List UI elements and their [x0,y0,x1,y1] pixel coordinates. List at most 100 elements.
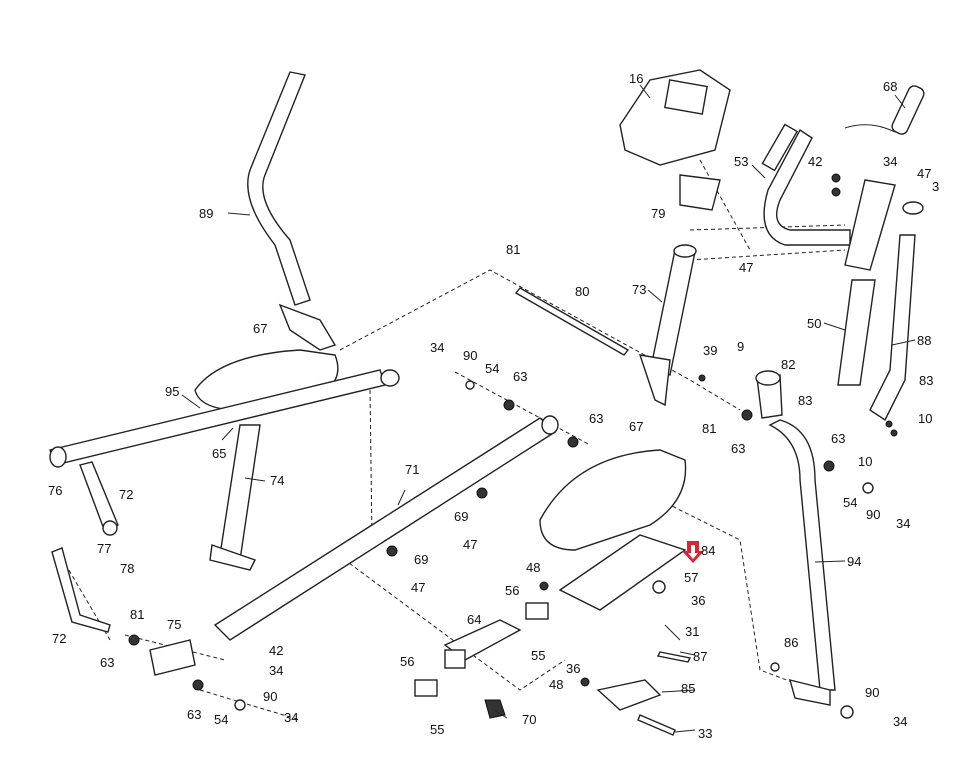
part-label: 63 [100,655,115,670]
part-label: 63 [513,369,528,384]
part-label: 54 [214,712,229,727]
part-label: 47 [917,166,932,181]
part-label: 55 [531,648,546,663]
part-label: 48 [526,560,541,575]
endcap-part-56a [525,602,549,620]
part-label: 64 [467,612,482,627]
part-label: 83 [919,373,934,388]
part-label: 81 [506,242,521,257]
part-label: 63 [187,707,202,722]
part-label: 86 [784,635,799,650]
part-label: 42 [269,643,284,658]
part-label: 36 [691,593,706,608]
part-label: 9 [737,339,745,354]
part-label: 71 [405,462,420,477]
part-label: 72 [119,487,134,502]
part-label: 47 [411,580,426,595]
bracket-part-84 [558,534,687,611]
part-label: 94 [847,554,862,569]
leader-lines [181,84,916,733]
part-label: 89 [199,206,214,221]
part-label: 39 [703,343,718,358]
part-label: 31 [685,624,700,639]
part-label: 34 [883,154,898,169]
part-label: 83 [798,393,813,408]
bolt-part-87 [656,651,692,663]
part-label: 34 [896,516,911,531]
pivot-part-85 [596,679,662,711]
pedal-assembly-right [539,449,687,551]
part-label: 78 [120,561,135,576]
bolt-part-33 [637,714,676,736]
part-label: 54 [485,361,500,376]
part-label: 16 [629,71,644,86]
part-label: 55 [430,722,445,737]
part-label: 90 [865,685,880,700]
handle-part-89 [247,71,311,306]
axle-part-80 [514,287,630,356]
part-label: 10 [858,454,873,469]
console-part-16 [619,69,731,211]
part-label: 84 [701,543,716,558]
part-label: 81 [702,421,717,436]
part-label: 48 [549,677,564,692]
part-label: 69 [454,509,469,524]
part-label: 73 [632,282,647,297]
part-label: 82 [781,357,796,372]
part-label: 75 [167,617,182,632]
handlebar-part-53 [761,123,851,246]
part-label: 77 [97,541,112,556]
part-label: 76 [48,483,63,498]
part-label: 56 [505,583,520,598]
part-label: 90 [866,507,881,522]
tube-part-50 [837,279,876,386]
part-label: 65 [212,446,227,461]
part-label: 33 [698,726,713,741]
part-label: 90 [463,348,478,363]
part-label: 50 [807,316,822,331]
part-label: 54 [843,495,858,510]
upright-part-73 [638,244,697,407]
part-label: 42 [808,154,823,169]
part-label: 87 [693,649,708,664]
rail-part-71 [213,415,559,641]
part-label: 53 [734,154,749,169]
crank-part-72-lower [51,547,111,633]
part-label: 36 [566,661,581,676]
part-label: 80 [575,284,590,299]
crank-part-72-upper [79,461,119,536]
part-label: 85 [681,681,696,696]
part-label: 90 [263,689,278,704]
frame-part-64 [443,619,522,669]
arm-part-94 [768,419,836,706]
part-label: 88 [917,333,932,348]
assembly-lines [59,159,846,721]
part-label: 63 [831,431,846,446]
part-label: 95 [165,384,180,399]
part-label: 63 [589,411,604,426]
part-label: 72 [52,631,67,646]
arm-part-88 [844,179,924,422]
part-label: 67 [629,419,644,434]
down-arrow-icon [682,541,704,563]
part-label: 69 [414,552,429,567]
part-label: 47 [463,537,478,552]
part-label: 34 [284,710,299,725]
part-label: 34 [430,340,445,355]
part-label: 74 [270,473,285,488]
part-label: 34 [269,663,284,678]
part-label: 79 [651,206,666,221]
part-label: 67 [253,321,268,336]
pedal-assembly-left [49,303,400,468]
grip-part-68 [844,85,925,135]
part-label: 34 [893,714,908,729]
part-label: 56 [400,654,415,669]
roller-part-75 [149,639,196,676]
part-label: 3 [932,179,940,194]
roller-part-82 [755,370,783,419]
part-label: 81 [130,607,145,622]
leg-part-74 [209,424,261,571]
part-label: 57 [684,570,699,585]
part-label: 47 [739,260,754,275]
